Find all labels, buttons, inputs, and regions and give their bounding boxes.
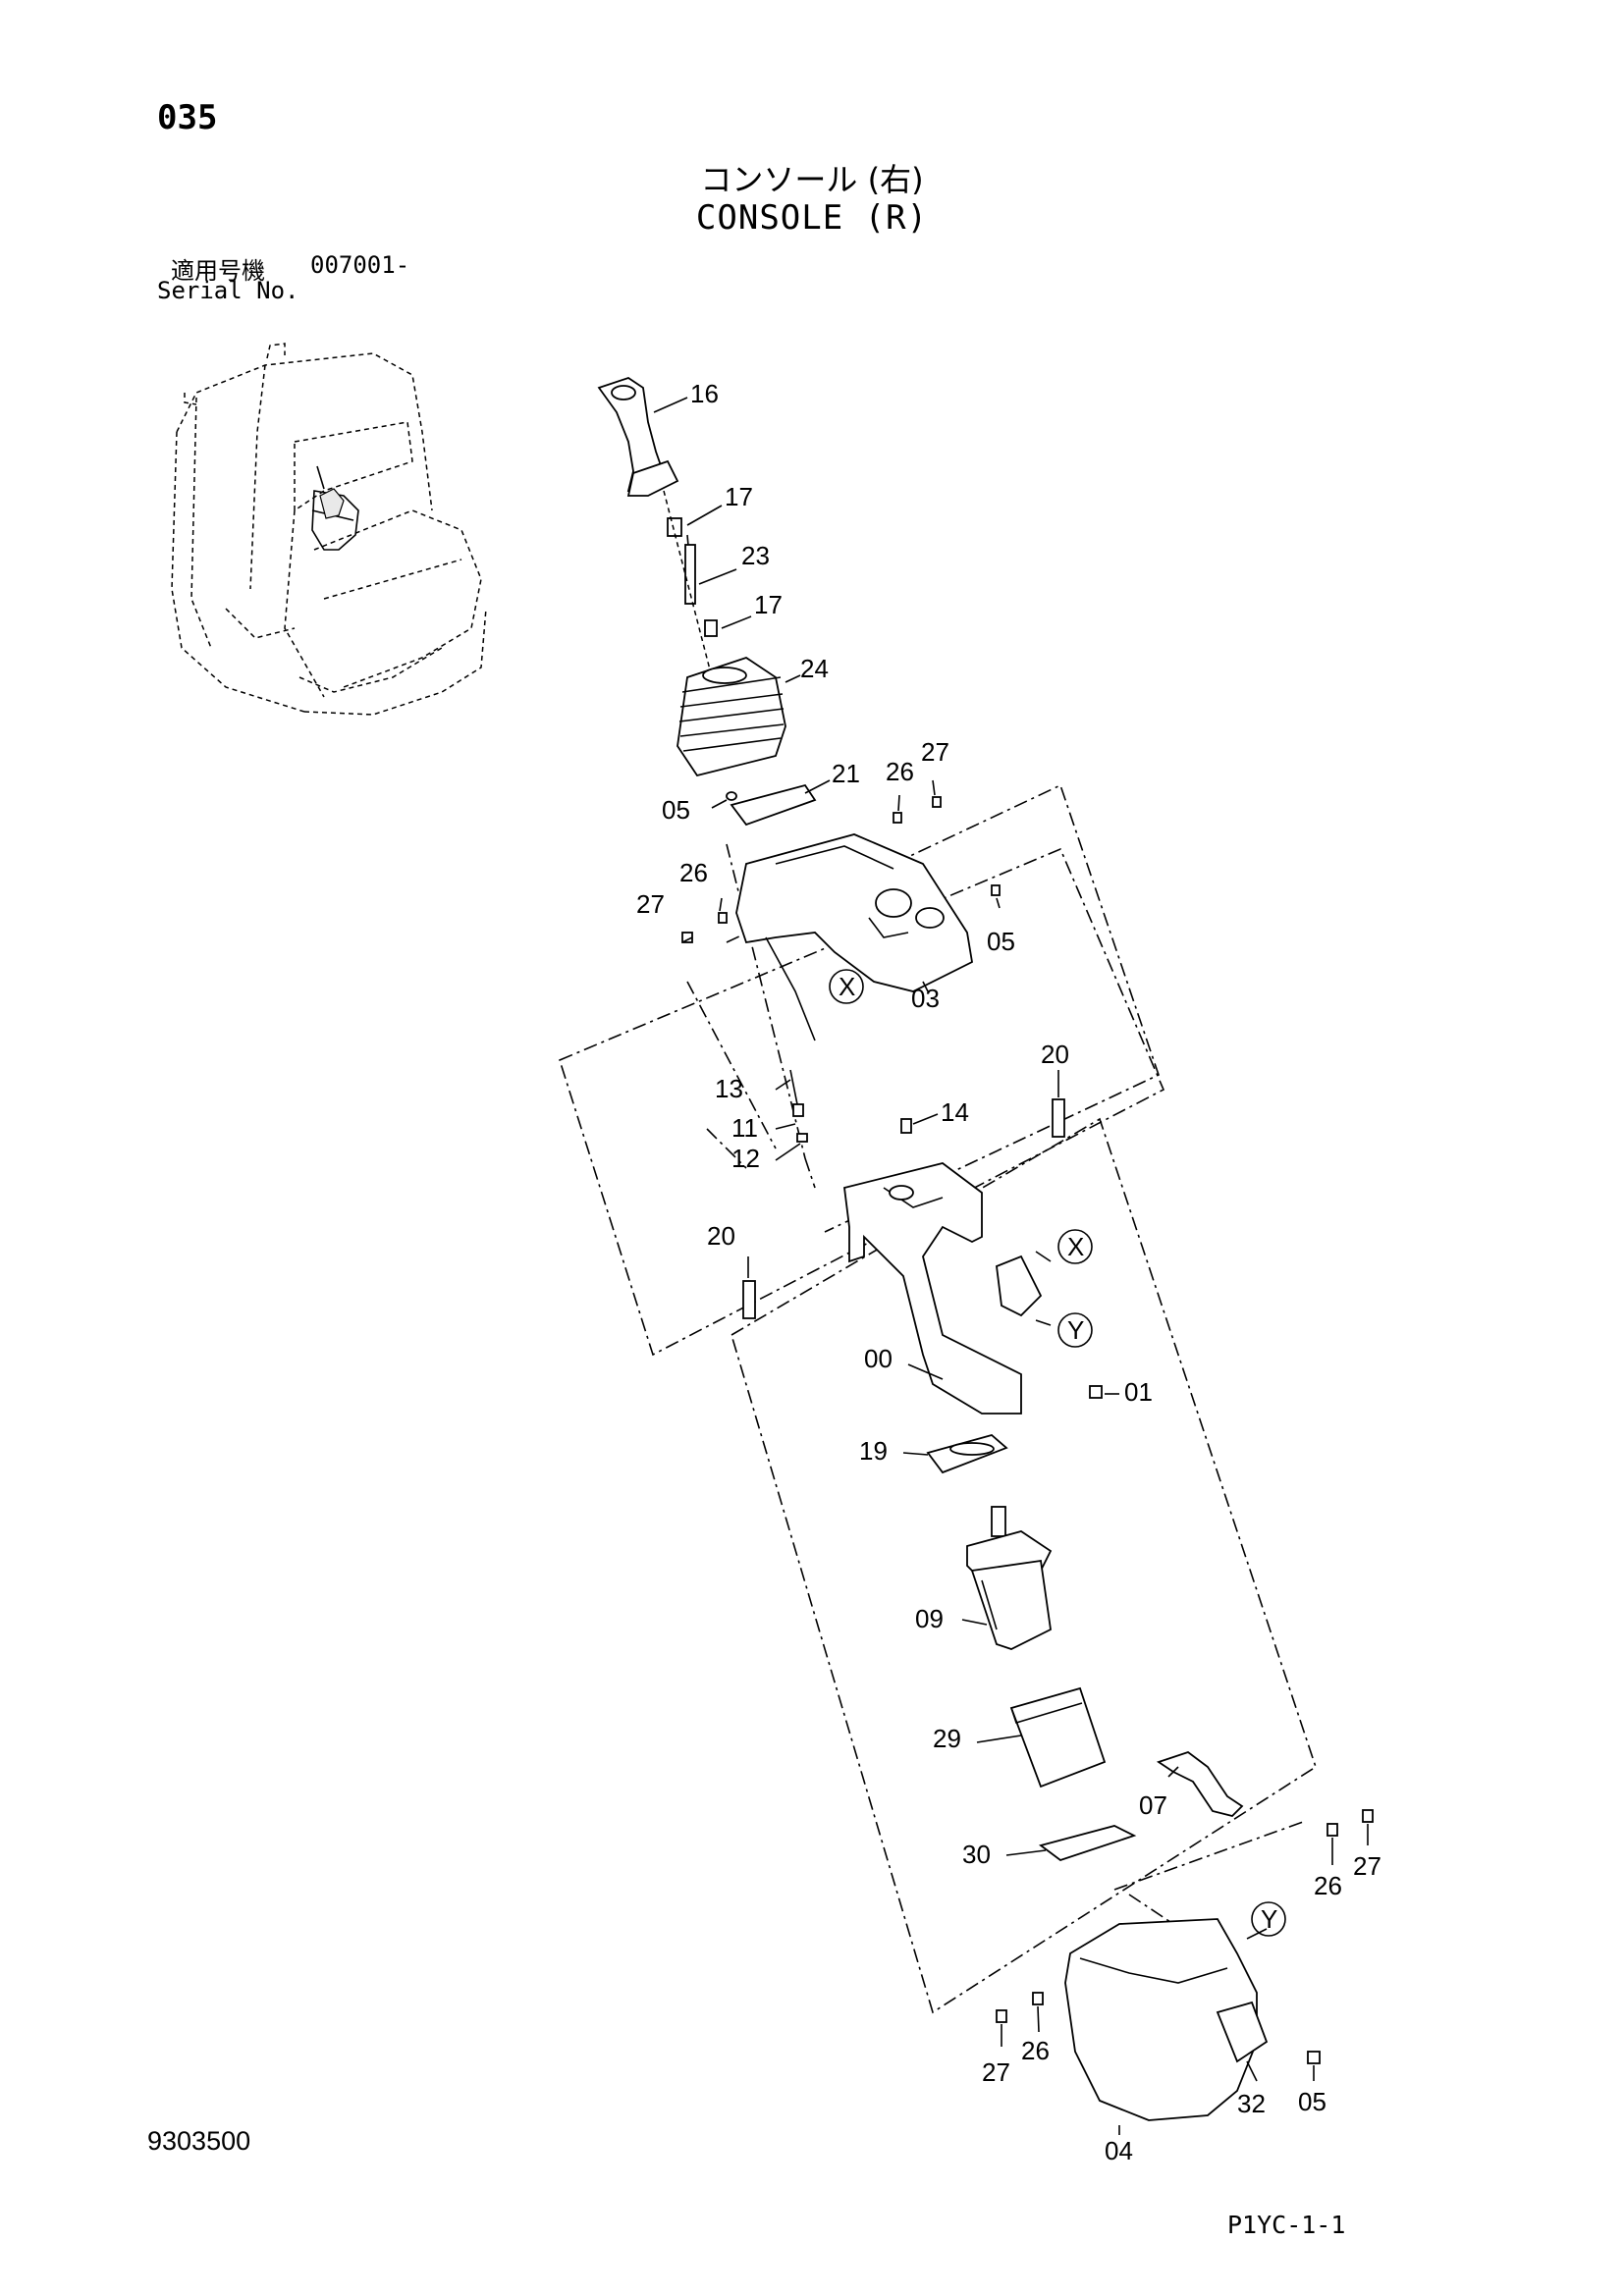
callout-07: 07	[1139, 1790, 1167, 1820]
callout-29: 29	[933, 1724, 961, 1753]
part-seal-30	[1038, 1825, 1137, 1862]
part-gasket-19	[926, 1434, 1008, 1474]
part-boot	[677, 657, 786, 777]
callout-05-lower: 05	[1298, 2087, 1326, 2116]
part-base-bracket	[843, 1162, 1103, 1415]
callout-26-lower-left: 26	[1021, 2036, 1050, 2065]
callout-09: 09	[915, 1604, 944, 1633]
part-small-bolts-11-14	[789, 1069, 912, 1143]
callout-26-upper-right: 26	[886, 757, 914, 786]
callout-24: 24	[800, 654, 829, 683]
marker-y-upper: Y	[1067, 1315, 1084, 1345]
title-japanese: コンソール (右)	[700, 161, 924, 198]
callout-20-right: 20	[1041, 1040, 1069, 1069]
callout-27-upper-left: 27	[636, 889, 665, 919]
serial-label-japanese: 適用号機	[171, 257, 265, 285]
part-pilot-valve	[966, 1506, 1053, 1650]
part-pins-20	[742, 1098, 1065, 1319]
callout-16: 16	[690, 379, 719, 408]
part-lower-cover	[1064, 1918, 1269, 2121]
marker-x-lower: X	[1067, 1232, 1084, 1261]
callout-26-lower-right: 26	[1314, 1871, 1342, 1900]
callout-13: 13	[715, 1074, 743, 1103]
serial-number-value: 007001-	[310, 251, 410, 279]
callout-20-left: 20	[707, 1221, 735, 1251]
callout-03: 03	[911, 984, 940, 1013]
callout-numbers: 16 17 23 17 24 21 05 26 27 26 27 05 03 2…	[636, 379, 1381, 2165]
part-sleeve-29	[1009, 1686, 1107, 1789]
callout-27-upper-right: 27	[921, 737, 949, 767]
callout-00: 00	[864, 1344, 893, 1373]
callout-17-lower: 17	[754, 590, 783, 619]
callout-12: 12	[731, 1144, 760, 1173]
callout-19: 19	[859, 1436, 888, 1466]
cab-overview-illustration	[171, 343, 487, 716]
title-english: CONSOLE (R)	[695, 198, 929, 238]
callout-32: 32	[1237, 2089, 1266, 2118]
marker-x-upper: X	[839, 972, 855, 1001]
callout-23: 23	[741, 541, 770, 570]
callout-11: 11	[731, 1113, 758, 1143]
page-number: 035	[157, 98, 218, 137]
part-bolts-lower	[996, 1809, 1374, 2064]
callout-27-lower-left: 27	[982, 2057, 1010, 2087]
callout-17-upper: 17	[725, 482, 753, 511]
callout-01: 01	[1124, 1377, 1153, 1407]
part-shaft	[663, 490, 718, 678]
serial-label-english: Serial No.	[157, 277, 299, 304]
part-strap-07	[1156, 1750, 1244, 1817]
sheet-reference: P1YC-1-1	[1227, 2211, 1346, 2239]
callout-14: 14	[941, 1097, 969, 1127]
connection-markers: X X Y Y	[829, 969, 1286, 1937]
document-number: 9303500	[147, 2126, 251, 2156]
callout-26-upper-left: 26	[679, 858, 708, 887]
part-plate-21	[726, 783, 817, 827]
part-console-cover	[735, 833, 973, 1041]
callout-27-lower-right: 27	[1353, 1851, 1381, 1881]
part-grip	[597, 377, 679, 497]
callout-21: 21	[832, 759, 860, 788]
callout-05-upper: 05	[662, 795, 690, 825]
callout-05-middle: 05	[987, 927, 1015, 956]
callout-30: 30	[962, 1840, 991, 1869]
marker-y-lower: Y	[1261, 1904, 1277, 1934]
callout-04: 04	[1105, 2136, 1133, 2165]
callout-leader-lines	[653, 397, 1369, 2135]
